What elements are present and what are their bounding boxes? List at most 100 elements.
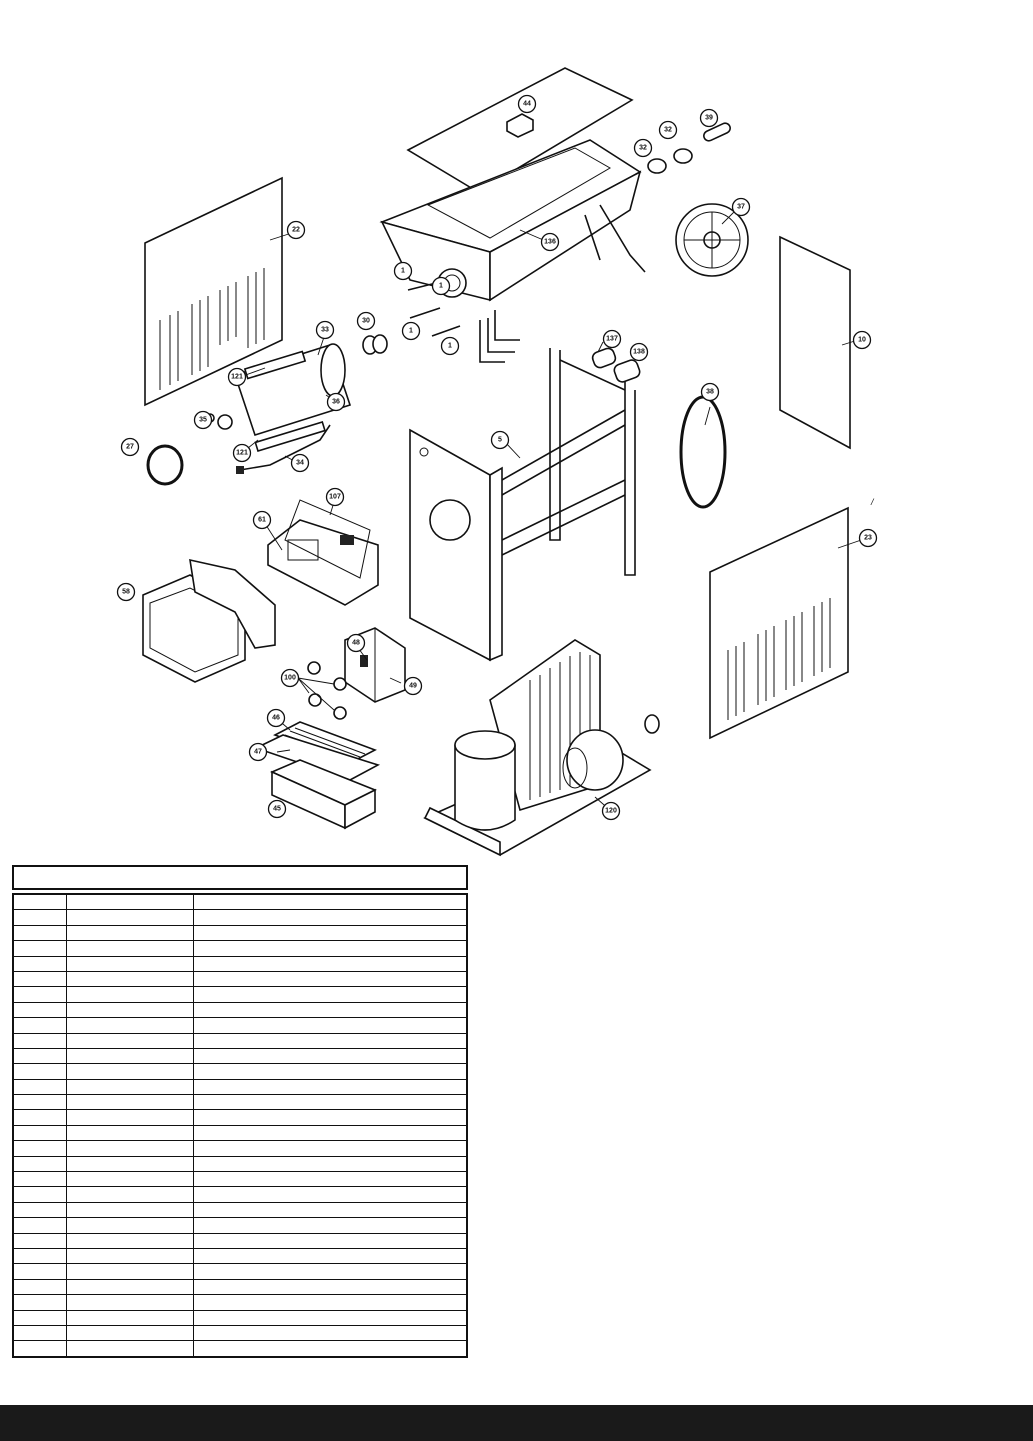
table-cell [66, 1017, 194, 1034]
table-cell [13, 894, 67, 911]
svg-text:136: 136 [544, 239, 556, 246]
svg-text:1: 1 [401, 268, 405, 275]
parts-table [12, 893, 468, 1358]
drip-tray-assembly [253, 721, 381, 830]
stray-mark: / [871, 497, 874, 507]
table-cell [13, 1186, 67, 1203]
table-row [13, 956, 467, 972]
table-row [13, 1109, 467, 1126]
table-row [13, 1079, 467, 1096]
table-cell [193, 1186, 467, 1203]
table-cell [13, 1156, 67, 1173]
table-row [13, 1156, 467, 1173]
table-cell [66, 971, 194, 988]
svg-text:32: 32 [664, 127, 672, 134]
table-cell [66, 1202, 194, 1219]
condenser-unit-120 [423, 639, 660, 857]
table-row [13, 1294, 467, 1311]
callout-47: 47 [248, 742, 268, 762]
table-row [13, 894, 467, 911]
table-cell [193, 1002, 467, 1019]
table-cell [66, 1279, 194, 1296]
table-cell [193, 1063, 467, 1080]
table-row [13, 971, 467, 988]
svg-text:27: 27 [126, 444, 134, 451]
table-cell [66, 1140, 194, 1157]
table-cell [13, 1217, 67, 1234]
table-cell [193, 1217, 467, 1234]
table-cell [193, 1156, 467, 1173]
callout-30: 30 [356, 311, 376, 331]
table-cell [66, 1094, 194, 1111]
svg-text:10: 10 [858, 337, 866, 344]
table-cell [66, 1186, 194, 1203]
table-cell [13, 1340, 67, 1358]
table-row [13, 1248, 467, 1265]
table-row [13, 1279, 467, 1296]
callout-121: 121 [227, 367, 247, 387]
table-row [13, 909, 467, 926]
table-row [13, 1048, 467, 1065]
belt-38 [679, 395, 727, 509]
table-cell [66, 909, 194, 926]
callout-49: 49 [403, 676, 423, 696]
callout-46: 46 [266, 708, 286, 728]
svg-text:44: 44 [523, 101, 531, 108]
table-row [13, 1202, 467, 1219]
svg-text:23: 23 [864, 535, 872, 542]
table-cell [13, 1279, 67, 1296]
svg-text:35: 35 [199, 417, 207, 424]
table-cell [13, 1294, 67, 1311]
table-cell [66, 1310, 194, 1326]
table-row [13, 1125, 467, 1142]
footer-bar [0, 1405, 1033, 1441]
table-cell [193, 1017, 467, 1034]
callout-137: 137 [602, 329, 622, 349]
svg-text:5: 5 [498, 437, 502, 444]
callout-38: 38 [700, 382, 720, 402]
svg-text:100: 100 [284, 675, 296, 682]
table-cell [13, 1017, 67, 1034]
svg-text:120: 120 [605, 808, 617, 815]
svg-text:30: 30 [362, 318, 370, 325]
callout-44: 44 [517, 94, 537, 114]
table-cell [193, 1171, 467, 1188]
table-cell [193, 1125, 467, 1142]
table-cell [66, 1048, 194, 1065]
table-cell [193, 1310, 467, 1326]
table-cell [13, 986, 67, 1003]
callout-5: 5 [490, 430, 510, 450]
table-cell [66, 1156, 194, 1173]
table-cell [13, 1140, 67, 1157]
table-cell [193, 971, 467, 988]
callout-32: 32 [658, 120, 678, 140]
table-row [13, 1263, 467, 1280]
callout-1: 1 [440, 336, 460, 356]
table-cell [66, 1294, 194, 1311]
svg-text:37: 37 [737, 204, 745, 211]
svg-text:107: 107 [329, 494, 341, 501]
table-cell [193, 1263, 467, 1280]
table-row [13, 1233, 467, 1249]
table-cell [13, 1033, 67, 1049]
table-row [13, 1094, 467, 1111]
table-cell [66, 1063, 194, 1080]
svg-text:61: 61 [258, 517, 266, 524]
table-cell [13, 1171, 67, 1188]
table-cell [66, 956, 194, 972]
table-cell [193, 925, 467, 942]
table-cell [193, 1279, 467, 1296]
control-box-107 [267, 499, 379, 606]
table-cell [193, 1033, 467, 1049]
callout-36: 36 [326, 392, 346, 412]
table-cell [193, 1233, 467, 1249]
table-cell [193, 1294, 467, 1311]
callout-1: 1 [431, 276, 451, 296]
fittings-32 [647, 122, 731, 174]
table-row [13, 940, 467, 957]
table-cell [13, 909, 67, 926]
callout-27: 27 [120, 437, 140, 457]
svg-text:34: 34 [296, 460, 304, 467]
table-cell [66, 894, 194, 911]
table-row [13, 1171, 467, 1188]
